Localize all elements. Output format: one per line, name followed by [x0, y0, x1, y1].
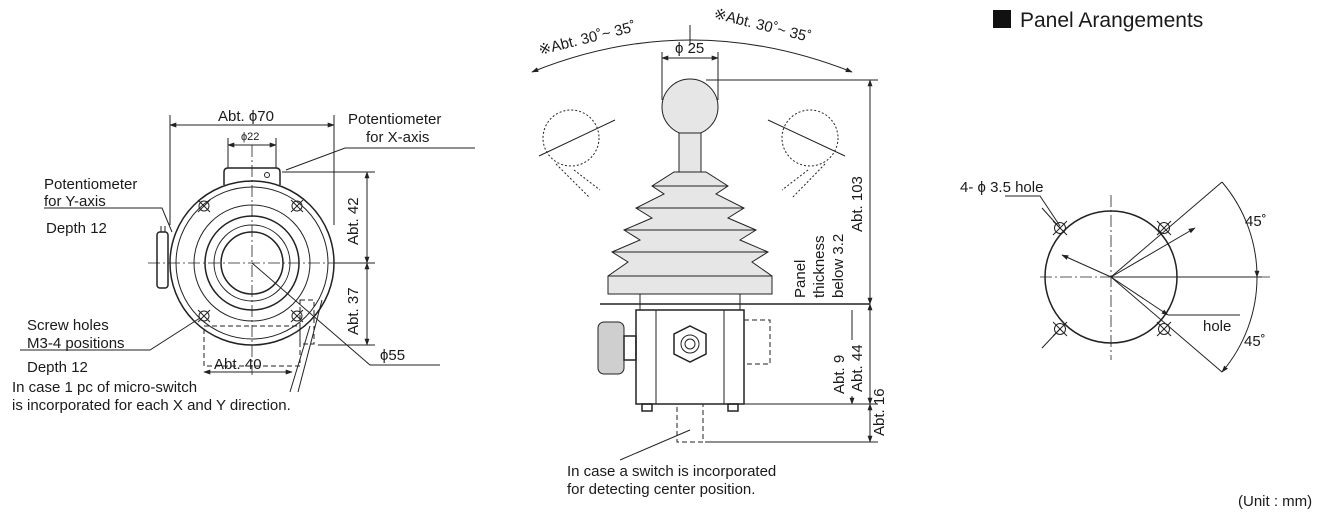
panel-arrangement — [993, 10, 1270, 373]
abt70-dimension: Abt. ϕ70 — [218, 108, 274, 125]
abt103-dimension: Abt. 103 — [849, 176, 866, 232]
screw-holes-line2: M3-4 positions — [27, 335, 125, 352]
abt44-dimension: Abt. 44 — [849, 344, 866, 392]
pot-x-label-line1: Potentiometer — [348, 111, 441, 128]
screw-hole-icon — [197, 199, 211, 213]
pot-y-label-line2: for Y-axis — [44, 193, 106, 210]
angle-top-label: 45˚ — [1245, 213, 1267, 230]
center-switch-note-line2: for detecting center position. — [567, 481, 755, 498]
side-view — [531, 25, 878, 461]
panel-thickness-line3: below 3.2 — [830, 234, 847, 298]
panel-thickness-line2: thickness — [811, 235, 828, 298]
pot-y-label-line1: Potentiometer — [44, 176, 137, 193]
abt42-dimension: Abt. 42 — [345, 197, 362, 245]
micro-switch-note-line2: is incorporated for each X and Y directi… — [12, 397, 291, 414]
screw-hole-icon — [290, 309, 304, 323]
panel-arrangement-title: Panel Arangements — [1020, 9, 1203, 32]
unit-label: (Unit : mm) — [1238, 493, 1312, 510]
angle-bottom-label: 45˚ — [1244, 333, 1266, 350]
screw-hole-icon — [290, 199, 304, 213]
depth-label-2: Depth 12 — [27, 359, 88, 376]
angle-right-label: ※Abt. 30˚~ 35˚ — [712, 5, 813, 46]
abt9-dimension: Abt. 9 — [831, 355, 848, 394]
mount-hole-icon — [1156, 321, 1172, 337]
abt16-dimension: Abt. 16 — [871, 388, 888, 436]
dia55-dimension: ϕ55 — [380, 347, 405, 364]
abt40-dimension: Abt. 40 — [214, 356, 262, 373]
section-bullet-icon — [993, 10, 1011, 28]
top-view — [20, 115, 475, 393]
hex-nut-icon — [673, 325, 707, 363]
panel-thickness-line1: Panel — [792, 260, 809, 298]
center-switch-note-line1: In case a switch is incorporated — [567, 463, 776, 480]
depth-label-1: Depth 12 — [46, 220, 107, 237]
screw-holes-line1: Screw holes — [27, 317, 109, 334]
mount-hole-icon — [1156, 220, 1172, 236]
dia22-dimension: ϕ22 — [241, 131, 259, 143]
angle-left-label: ※Abt. 30˚~ 35˚ — [537, 18, 638, 59]
hole-word-label: hole — [1203, 318, 1231, 335]
dia25-dimension: ϕ 25 — [675, 40, 704, 57]
pot-x-label-line2: for X-axis — [366, 129, 429, 146]
micro-switch-note-line1: In case 1 pc of micro-switch — [12, 379, 197, 396]
hole-label: 4- ϕ 3.5 hole — [960, 179, 1043, 196]
abt37-dimension: Abt. 37 — [345, 287, 362, 335]
screw-hole-icon — [197, 309, 211, 323]
